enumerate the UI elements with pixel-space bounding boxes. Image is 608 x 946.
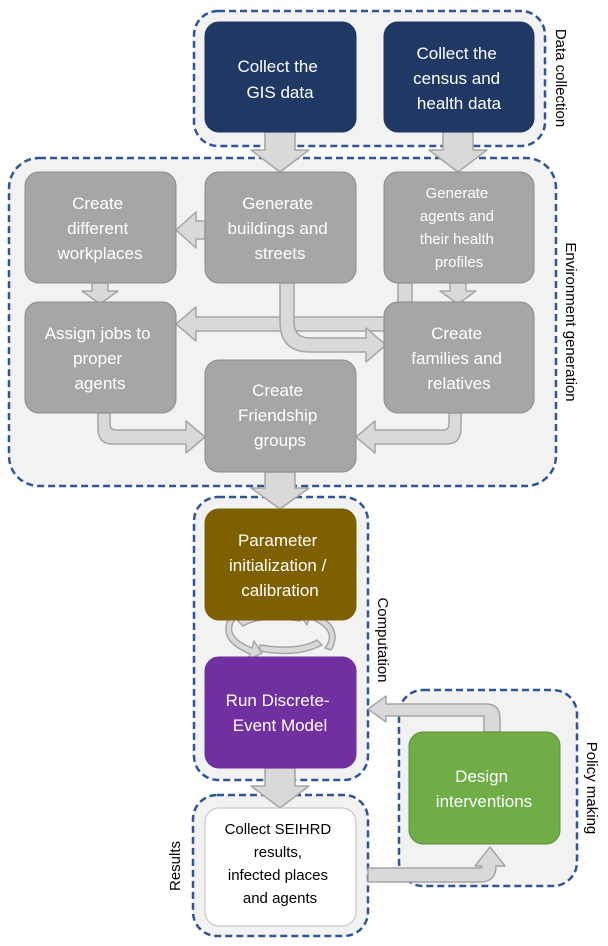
label-create-workplaces: Create different workplaces — [56, 194, 142, 263]
arrow-friendship-to-parameter — [250, 471, 310, 510]
group-label-data-collection: Data collection — [552, 29, 569, 127]
label-collect-census-health-data: Collect the census and health data — [413, 44, 505, 113]
node-create-families — [383, 301, 535, 414]
arrow-census-to-agents — [428, 131, 488, 173]
node-create-friendship-groups — [204, 359, 357, 473]
node-design-interventions — [408, 731, 561, 845]
arrow-model-to-results — [250, 767, 310, 809]
group-label-results: Results — [167, 841, 184, 891]
label-create-families: Create families and relatives — [411, 324, 506, 393]
label-generate-agents-health: Generate agents and their health profile… — [420, 185, 498, 271]
label-assign-jobs: Assign jobs to proper agents — [45, 324, 156, 393]
arrow-jobs-to-friendship — [97, 412, 206, 454]
group-label-computation: Computation — [374, 597, 391, 682]
group-label-environment-generation: Environment generation — [562, 242, 579, 401]
node-collect-gis-data — [204, 21, 357, 133]
label-create-friendship-groups: Create Friendship groups — [238, 381, 322, 450]
label-run-discrete-event-model: Run Discrete- Event Model — [226, 691, 335, 735]
label-parameter-initialization: Parameter initialization / calibration — [229, 531, 331, 600]
node-assign-jobs — [24, 301, 177, 414]
arrow-results-to-interventions — [367, 846, 506, 883]
arrow-interventions-to-model — [367, 695, 501, 733]
arrow-agents-to-families — [439, 282, 477, 305]
label-collect-seihrd-results: Collect SEIHRD results, infected places … — [225, 821, 336, 907]
label-generate-buildings-streets: Generate buildings and streets — [228, 194, 333, 263]
node-parameter-initialization — [204, 508, 357, 621]
group-label-policy-making: Policy making — [583, 742, 600, 835]
arrow-workplaces-to-jobs — [81, 282, 119, 305]
arrow-buildings-to-workplaces — [175, 211, 206, 249]
arrow-families-to-friendship — [355, 412, 462, 454]
node-create-workplaces — [24, 171, 177, 284]
node-collect-seihrd-results — [204, 807, 357, 927]
arrow-gis-to-buildings — [250, 131, 310, 173]
cycle-arrow-bottom — [259, 639, 323, 655]
label-collect-gis-data: Collect the GIS data — [237, 57, 322, 102]
node-run-discrete-event-model — [204, 656, 357, 769]
node-generate-agents-health — [383, 171, 535, 284]
node-generate-buildings-streets — [204, 171, 357, 284]
label-design-interventions: Design interventions — [436, 767, 532, 811]
arrow-buildings-to-families — [279, 282, 387, 363]
node-collect-census-health-data — [383, 21, 535, 133]
